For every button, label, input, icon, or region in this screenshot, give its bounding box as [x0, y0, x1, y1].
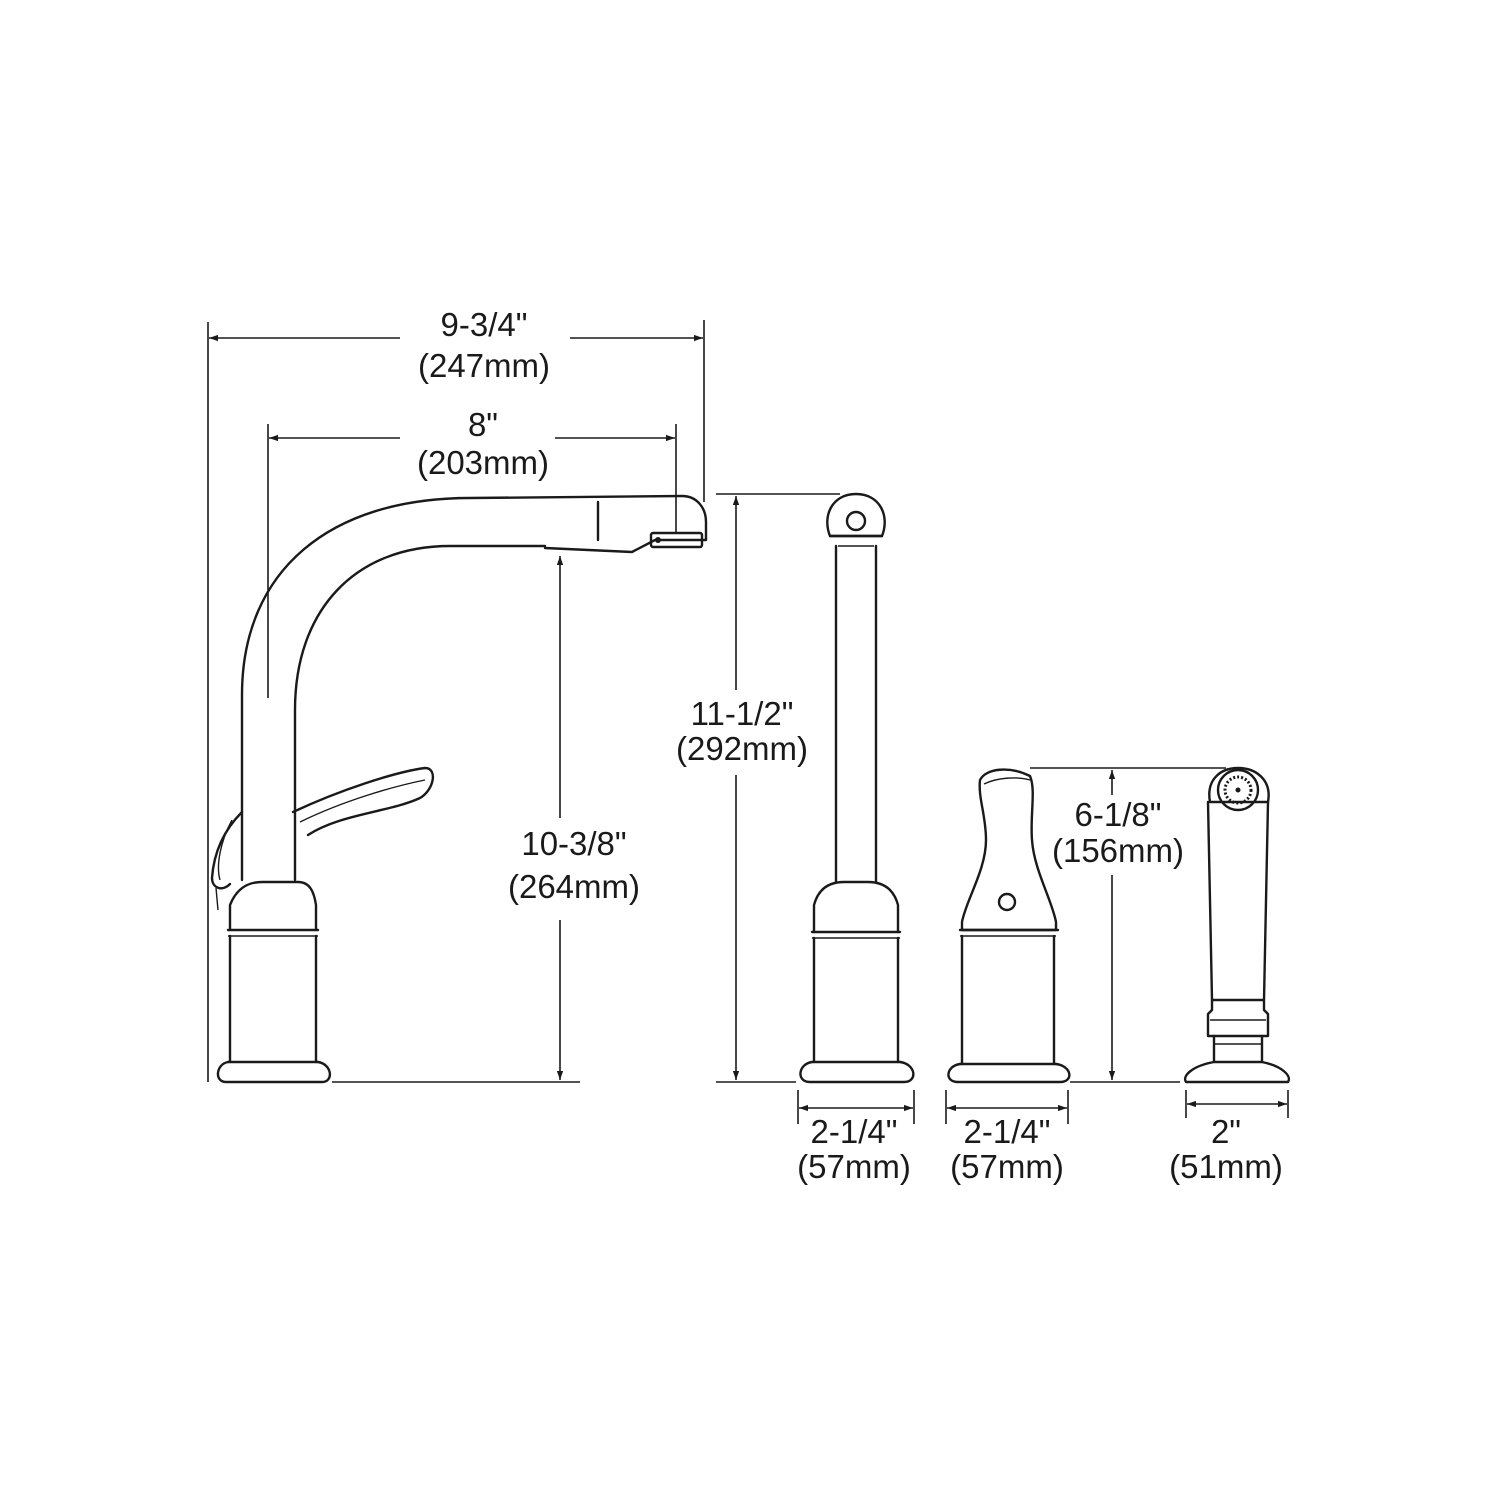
riser-body-dome [812, 880, 900, 934]
handle-escutcheon [947, 1062, 1071, 1084]
sprayer-head [1208, 766, 1270, 804]
sprayer-nozzle-holes-icon [1223, 775, 1253, 805]
spout-reach-in-label: 8" [468, 406, 498, 443]
handle-base-mm-label: (57mm) [950, 1148, 1064, 1185]
sprayer-drawing [1183, 766, 1291, 1084]
back-lever-edge [217, 819, 233, 881]
handle-body-column [960, 934, 1056, 1066]
faucet-body-column [228, 934, 318, 1064]
sprayer-neck [1212, 1034, 1264, 1064]
back-lever [210, 810, 244, 890]
back-lever-stem [215, 887, 219, 911]
aerator-dot-icon [655, 537, 661, 543]
faucet-body-dome [228, 880, 318, 932]
spout-height-mm-label: (264mm) [508, 868, 640, 905]
overall-width-mm-label: (247mm) [418, 347, 550, 384]
riser-top-hole-icon [845, 510, 867, 532]
handle-knob-top-edge [983, 777, 1031, 785]
spout-reach-mm-label: (203mm) [417, 444, 549, 481]
side-spray-base-in-label: 2-1/4" [811, 1113, 898, 1150]
riser-tube [834, 544, 878, 884]
handle-base-in-label: 2-1/4" [964, 1113, 1051, 1150]
sprayer-nozzle-center-icon [1235, 787, 1241, 793]
side-spray-drawing [799, 492, 915, 1084]
handle-screw-hole-icon [997, 892, 1017, 912]
riser-top-cap [826, 492, 886, 538]
sprayer-body [1206, 800, 1270, 1002]
side-spray-height-in-label: 11-1/2" [691, 695, 794, 732]
side-spray-base-mm-label: (57mm) [797, 1148, 911, 1185]
spout-height-in-label: 10-3/8" [521, 825, 626, 862]
lever-handle-edge [299, 779, 426, 823]
lever-handle [291, 766, 435, 837]
dimension-labels: 9-3/4" (247mm) 8" (203mm) 10-3/8" (264mm… [417, 306, 1283, 1185]
main-faucet-drawing [210, 494, 708, 1084]
handle-drawing [947, 768, 1071, 1084]
sprayer-escutcheon [1183, 1060, 1291, 1084]
handle-height-mm-label: (156mm) [1052, 832, 1184, 869]
sprayer-grip [1206, 998, 1270, 1038]
spout-outline-outer [240, 494, 708, 882]
riser-body-column [812, 936, 900, 1064]
handle-height-in-label: 6-1/8" [1075, 796, 1162, 833]
faucet-escutcheon [216, 1060, 331, 1084]
handle-knob [960, 768, 1058, 932]
side-spray-height-mm-label: (292mm) [676, 730, 808, 767]
riser-escutcheon [799, 1060, 915, 1084]
sprayer-base-in-label: 2" [1211, 1113, 1241, 1150]
overall-width-in-label: 9-3/4" [441, 306, 528, 343]
dimension-lines [207, 320, 1289, 1124]
sprayer-base-mm-label: (51mm) [1169, 1148, 1283, 1185]
spout-outline-inner [293, 544, 547, 882]
sprayer-nozzle-icon [1216, 768, 1260, 812]
